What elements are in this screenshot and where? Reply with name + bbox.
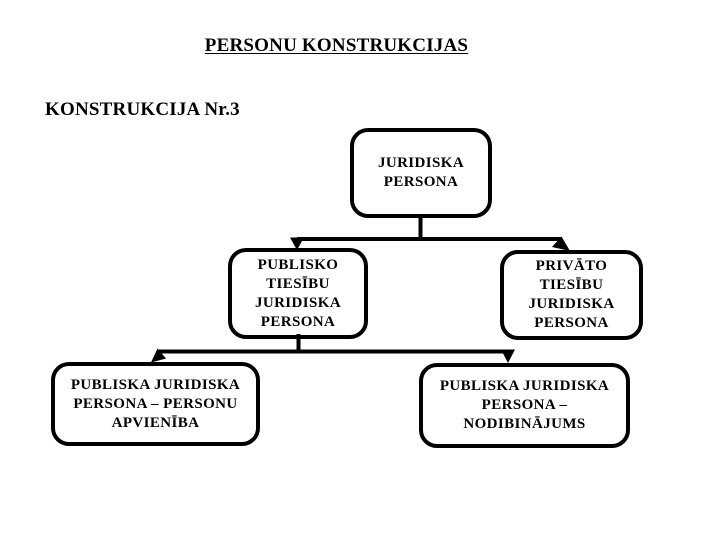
node-label-line: TIESĪBU: [539, 277, 604, 293]
page-title: PERSONU KONSTRUKCIJAS: [204, 35, 469, 56]
node-label-line: PERSONA: [534, 315, 609, 331]
node-label-line: APVIENĪBA: [111, 414, 200, 431]
arrowhead-down-left: [151, 348, 166, 363]
node-label-line: PRIVĀTO: [535, 258, 608, 274]
node-label-line: JURIDISKA: [528, 296, 615, 312]
node-label-line: PUBLISKA JURIDISKA: [439, 378, 610, 394]
node-label-line: JURIDISKA: [377, 155, 465, 171]
node-label-line: PERSONA: [260, 313, 336, 330]
node-privato-tiesibu-juridiska-persona: PRIVĀTO TIESĪBU JURIDISKA PERSONA: [500, 250, 643, 340]
node-label-line: PERSONA – PERSONU: [73, 395, 238, 412]
arrowhead-down: [501, 349, 515, 363]
node-publiska-juridiska-persona-personu-apvieniba: PUBLISKA JURIDISKA PERSONA – PERSONU APV…: [51, 362, 260, 446]
node-label-line: JURIDISKA: [254, 294, 342, 311]
node-label-line: PERSONA: [383, 174, 459, 190]
node-label-line: NODIBINĀJUMS: [463, 416, 586, 432]
node-label-line: PUBLISKO: [257, 256, 339, 273]
node-juridiska-persona: JURIDISKA PERSONA: [350, 128, 492, 218]
construction-number-heading: KONSTRUKCIJA Nr.3: [45, 99, 240, 120]
node-label-line: PERSONA –: [481, 397, 568, 413]
arrowhead-down-right: [552, 236, 570, 251]
node-publisko-tiesibu-juridiska-persona: PUBLISKO TIESĪBU JURIDISKA PERSONA: [228, 248, 368, 339]
node-label-line: PUBLISKA JURIDISKA: [70, 376, 241, 393]
node-publiska-juridiska-persona-nodibinajums: PUBLISKA JURIDISKA PERSONA – NODIBINĀJUM…: [419, 363, 630, 448]
node-label-line: TIESĪBU: [266, 275, 330, 292]
